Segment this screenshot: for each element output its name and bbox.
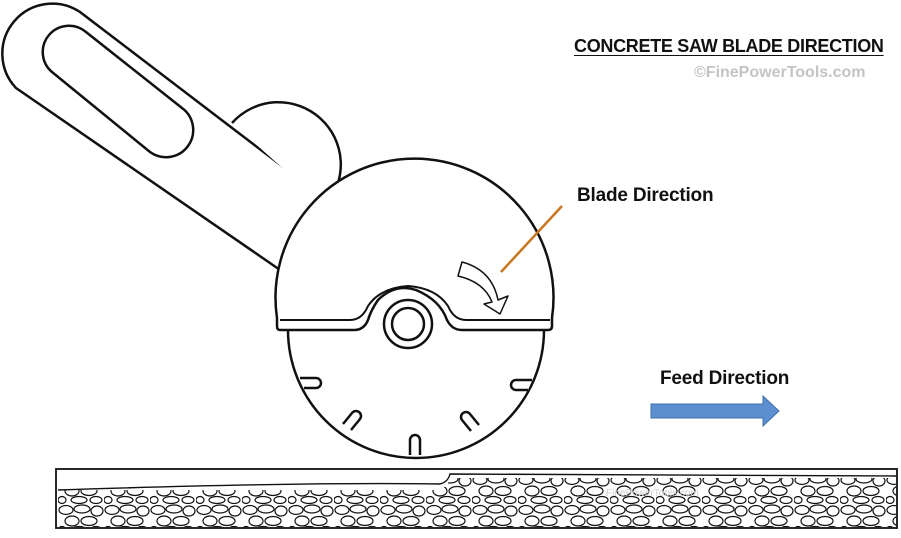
concrete-slab: FinePowerTools.com	[55, 468, 898, 529]
curved-arrow-icon	[457, 261, 509, 315]
handle-grip-slot	[41, 24, 195, 159]
saw-blade-group	[286, 329, 546, 460]
blade-direction-leader	[500, 205, 563, 273]
slab-watermark: FinePowerTools.com	[606, 488, 699, 499]
feed-arrow-icon	[650, 394, 780, 428]
copyright-text: ©FinePowerTools.com	[694, 64, 866, 81]
diagram-title: CONCRETE SAW BLADE DIRECTION	[574, 36, 884, 56]
feed-direction-label: Feed Direction	[660, 368, 790, 389]
blade-arbor	[382, 298, 434, 350]
guard-inner-rim	[280, 284, 550, 321]
saw-handle	[1, 2, 338, 274]
blade-direction-label: Blade Direction	[577, 185, 714, 206]
